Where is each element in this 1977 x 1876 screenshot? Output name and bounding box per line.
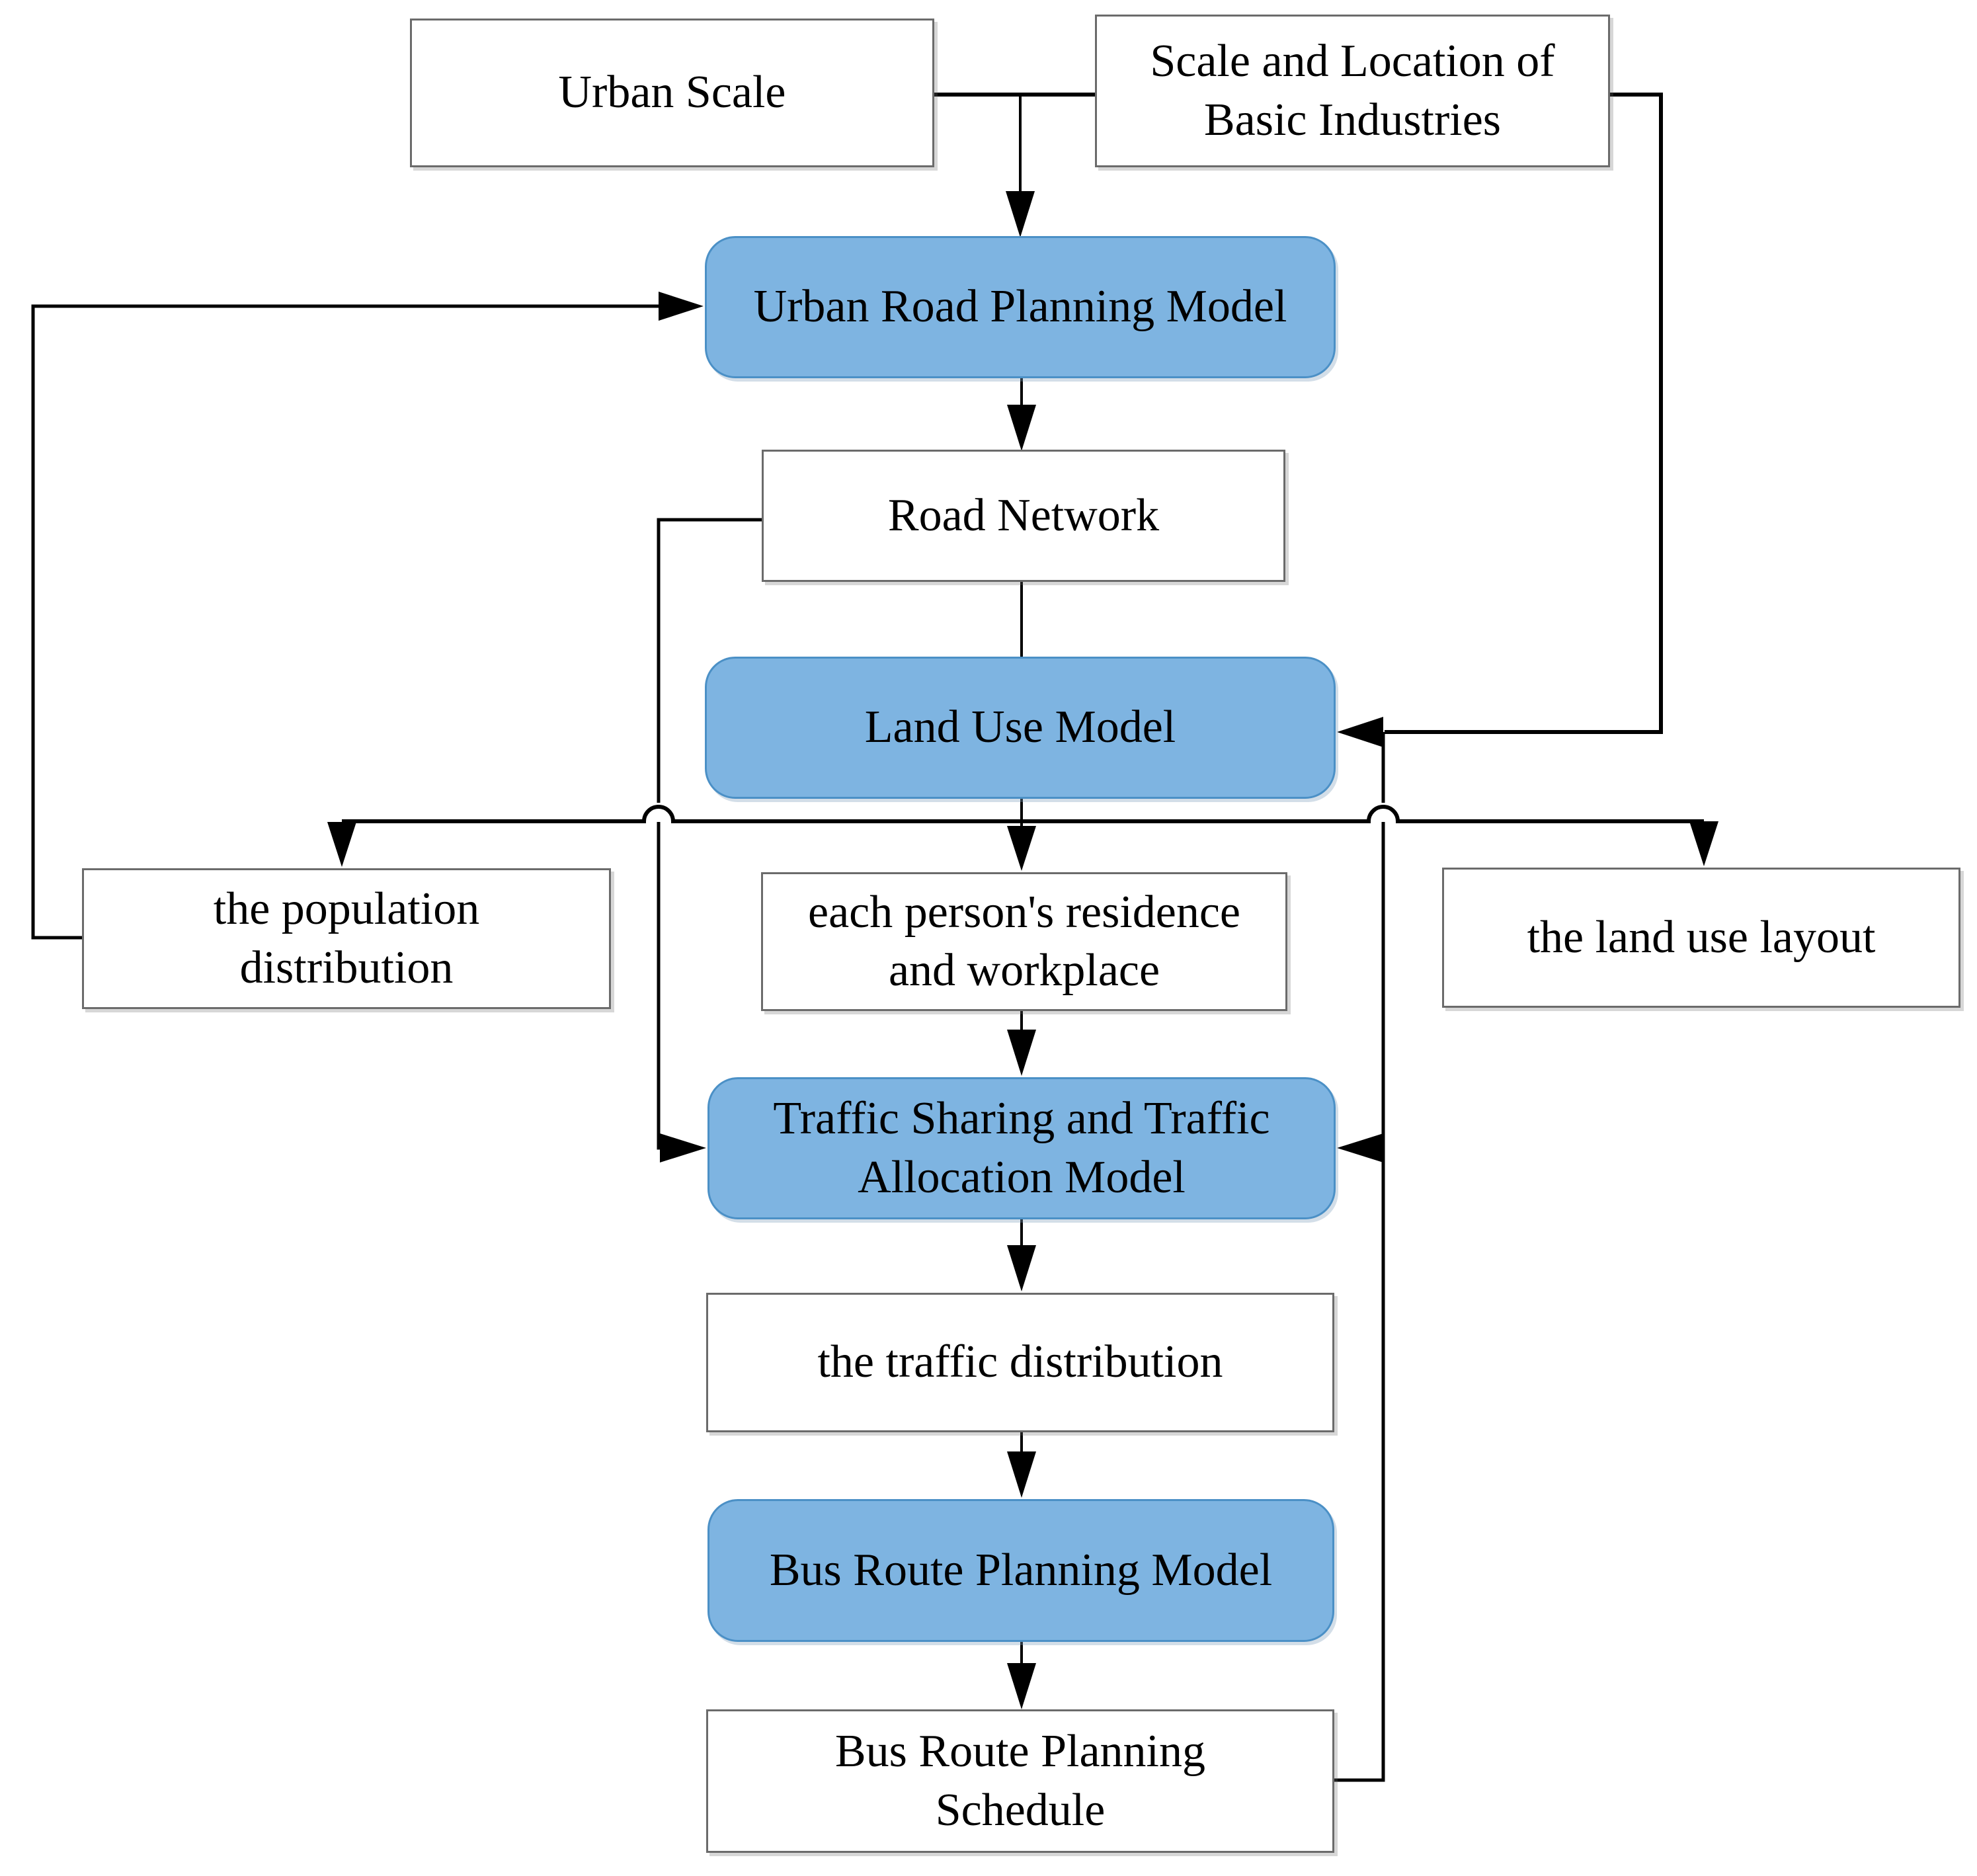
arrowhead-into-urban-road-model-left: [659, 292, 704, 321]
node-residence-and-workplace-label: each person's residence and workplace: [808, 886, 1240, 996]
node-road-network-label: Road Network: [887, 489, 1160, 541]
node-bus-route-planning-schedule-label: Bus Route Planning Schedule: [834, 1726, 1206, 1836]
arrowhead-into-land-use-layout: [1689, 821, 1718, 866]
node-bus-route-planning-schedule: Bus Route Planning Schedule: [706, 1709, 1334, 1853]
edge-top-to-land-use-model: [934, 93, 1663, 734]
node-land-use-layout-label: the land use layout: [1527, 911, 1876, 963]
node-urban-scale: Urban Scale: [410, 19, 934, 167]
node-urban-road-planning-model-label: Urban Road Planning Model: [753, 281, 1287, 333]
node-traffic-distribution-label: the traffic distribution: [817, 1336, 1223, 1388]
arrowhead-into-residence: [1007, 826, 1036, 871]
edge-population-feedback: [31, 304, 660, 940]
node-land-use-layout: the land use layout: [1442, 868, 1960, 1008]
node-population-distribution-label: the population distribution: [213, 883, 480, 993]
arrowhead-into-population: [327, 822, 356, 867]
node-population-distribution: the population distribution: [82, 868, 611, 1009]
edge-road-network-to-traffic-model: [657, 518, 762, 1150]
node-urban-scale-label: Urban Scale: [558, 67, 786, 118]
node-traffic-sharing-allocation-model: Traffic Sharing and Traffic Allocation M…: [707, 1077, 1336, 1219]
node-urban-road-planning-model: Urban Road Planning Model: [705, 236, 1336, 378]
arrowhead-into-urban-road-model-top: [1006, 191, 1035, 237]
node-scale-and-location-of-basic-industries: Scale and Location of Basic Industries: [1095, 15, 1610, 167]
arrowhead-into-traffic-model-left: [660, 1133, 706, 1162]
arrowhead-into-bus-model: [1007, 1451, 1036, 1498]
node-land-use-model-label: Land Use Model: [864, 702, 1176, 753]
arrowhead-into-traffic-model-top: [1007, 1030, 1036, 1076]
node-residence-and-workplace: each person's residence and workplace: [761, 872, 1287, 1011]
arrowhead-into-traffic-model-right: [1337, 1133, 1383, 1162]
node-traffic-sharing-allocation-model-label: Traffic Sharing and Traffic Allocation M…: [773, 1093, 1270, 1203]
arrowhead-into-schedule: [1007, 1663, 1036, 1709]
edge-schedule-feedback: [1334, 732, 1385, 1782]
arrowhead-into-road-network: [1007, 405, 1036, 451]
node-scale-and-location-label: Scale and Location of Basic Industries: [1150, 36, 1555, 145]
arrowhead-into-land-use-model-right: [1337, 717, 1383, 747]
node-traffic-distribution: the traffic distribution: [706, 1293, 1334, 1432]
arrowhead-into-traffic-dist: [1007, 1245, 1036, 1291]
node-bus-route-planning-model-label: Bus Route Planning Model: [769, 1544, 1273, 1596]
node-road-network: Road Network: [762, 450, 1285, 582]
node-bus-route-planning-model: Bus Route Planning Model: [707, 1499, 1334, 1642]
node-land-use-model: Land Use Model: [705, 657, 1336, 799]
edge-land-use-branch-line: [342, 805, 1704, 823]
